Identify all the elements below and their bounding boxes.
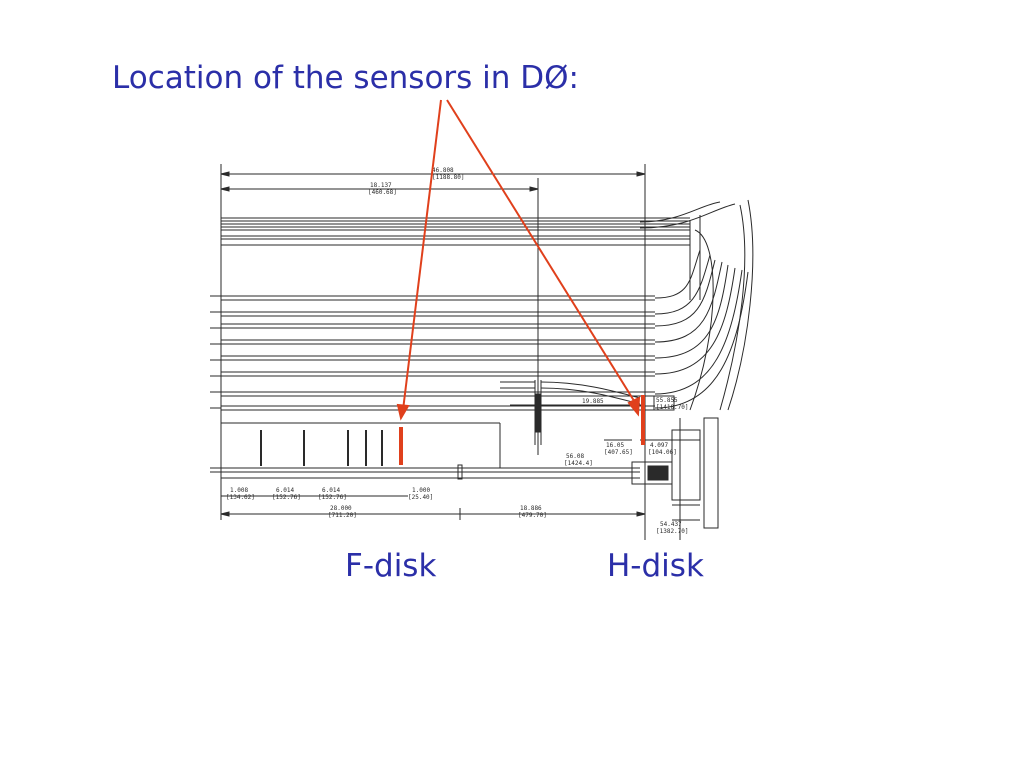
dim-overall-mm: [1188.80] [432,174,465,181]
dim-step2-mm: [152.76] [272,494,301,501]
dim-small1: 16.05 [606,442,624,449]
arrowhead-hdisk [627,396,641,417]
fdisk-stack [260,430,383,466]
dim-small2-mm: [104.06] [648,449,677,456]
hdisk-label: H-disk [607,548,704,584]
dim-overall: 46.808 [432,167,454,174]
dim-step3: 6.014 [322,487,340,494]
dim-step1-mm: [134.62] [226,494,255,501]
dim-middle: 19.885 [582,398,604,405]
dim-bottom-left-mm: [711.20] [328,512,357,519]
dim-small3-mm: [1424.4] [564,460,593,467]
dim-hdisk-pos: 55.855 [656,397,678,404]
dim-step1: 1.008 [230,487,248,494]
dim-step3-mm: [152.76] [318,494,347,501]
dim-right-bottom: 54.437 [660,521,682,528]
barrel-layers [221,295,655,411]
arrow-to-hdisk [446,99,637,405]
cable-bundle [639,201,749,409]
fdisk-label: F-disk [345,548,437,584]
dim-right-bottom-mm: [1382.70] [656,528,689,535]
hdisk-sensor [641,395,645,445]
dim-bottom-left: 28.000 [330,505,352,512]
dim-small3: 56.08 [566,453,584,460]
pointer-arrows [396,99,641,421]
dim-small2: 4.097 [650,442,668,449]
arrow-to-fdisk [402,99,442,411]
dim-bottom-right-mm: [479.70] [518,512,547,519]
dimension-text: 46.808 [1188.80] 18.137 [460.68] 19.885 … [226,167,689,535]
dim-bottom-right: 18.886 [520,505,542,512]
dim-small1-mm: [407.65] [604,449,633,456]
detector-cross-section [210,164,754,540]
dim-upper-mm: [460.68] [368,189,397,196]
slide-title: Location of the sensors in DØ: [112,60,579,96]
dim-upper: 18.137 [370,182,392,189]
fdisk-sensor [399,427,403,465]
arrowhead-fdisk [396,403,410,421]
dim-step2: 6.014 [276,487,294,494]
dim-gap: 1.000 [412,487,430,494]
dim-gap-mm: [25.40] [408,494,433,501]
dim-hdisk-pos-mm: [1418.70] [656,404,689,411]
